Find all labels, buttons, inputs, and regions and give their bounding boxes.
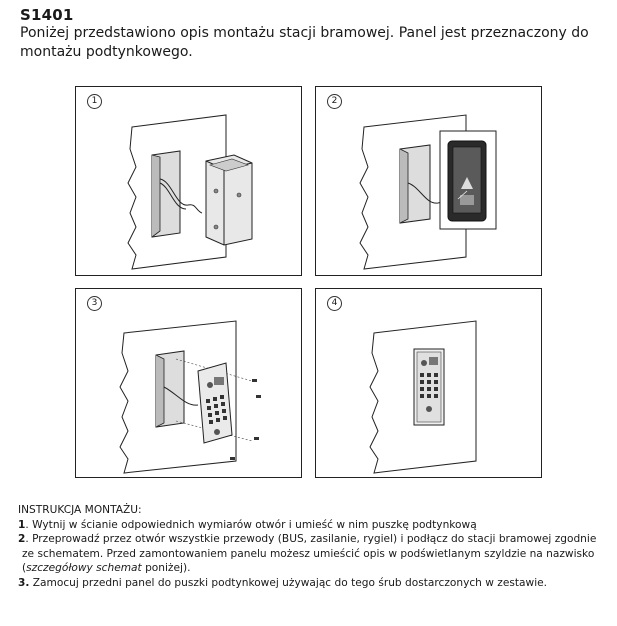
wall-box-drawing <box>127 114 253 270</box>
instruction-2: 2. Przeprowadź przez otwór wszystkie prz… <box>18 532 613 547</box>
instruction-1-text: . Wytnij w ścianie odpowiednich wymiarów… <box>25 518 477 531</box>
instruction-3: 3. Zamocuj przedni panel do puszki podty… <box>18 576 613 591</box>
wiring-drawing <box>359 114 497 270</box>
instruction-2-italic: szczegółowy schemat <box>26 562 142 575</box>
step-1-badge: 1 <box>87 94 102 109</box>
instruction-2-text-b: ze schematem. Przed zamontowaniem panelu… <box>22 547 595 560</box>
instruction-1-number: 1 <box>18 518 26 531</box>
instruction-3-text: Zamocuj przedni panel do puszki podtynko… <box>29 576 548 589</box>
step-2-illustration: 2 <box>315 86 542 276</box>
instruction-2-number: 2 <box>18 533 26 546</box>
intro-paragraph: Poniżej przedstawiono opis montażu stacj… <box>20 25 589 60</box>
finished-installation-drawing <box>369 320 477 474</box>
panel-mounting-drawing <box>119 320 261 474</box>
step-2-badge: 2 <box>327 94 342 109</box>
instruction-2-paren-close: poniżej). <box>141 562 191 575</box>
instruction-2-cont2: (szczegółowy schemat poniżej). <box>18 561 613 576</box>
step-4-illustration: 4 <box>315 288 542 478</box>
instruction-2-text-a: . Przeprowadź przez otwór wszystkie prze… <box>25 533 597 546</box>
instruction-1: 1. Wytnij w ścianie odpowiednich wymiaró… <box>18 518 613 533</box>
document-title: S1401 <box>20 6 74 24</box>
step-3-illustration: 3 <box>75 288 302 478</box>
instruction-2-cont: ze schematem. Przed zamontowaniem panelu… <box>18 547 613 562</box>
step-1-illustration: 1 <box>75 86 302 276</box>
instructions-heading: INSTRUKCJA MONTAŻU: <box>18 504 142 516</box>
instructions-block: INSTRUKCJA MONTAŻU: 1. Wytnij w ścianie … <box>18 503 613 591</box>
step-4-badge: 4 <box>327 296 342 311</box>
instruction-2-paren-open: ( <box>22 562 27 575</box>
step-3-badge: 3 <box>87 296 102 311</box>
instruction-3-number: 3. <box>18 576 30 589</box>
